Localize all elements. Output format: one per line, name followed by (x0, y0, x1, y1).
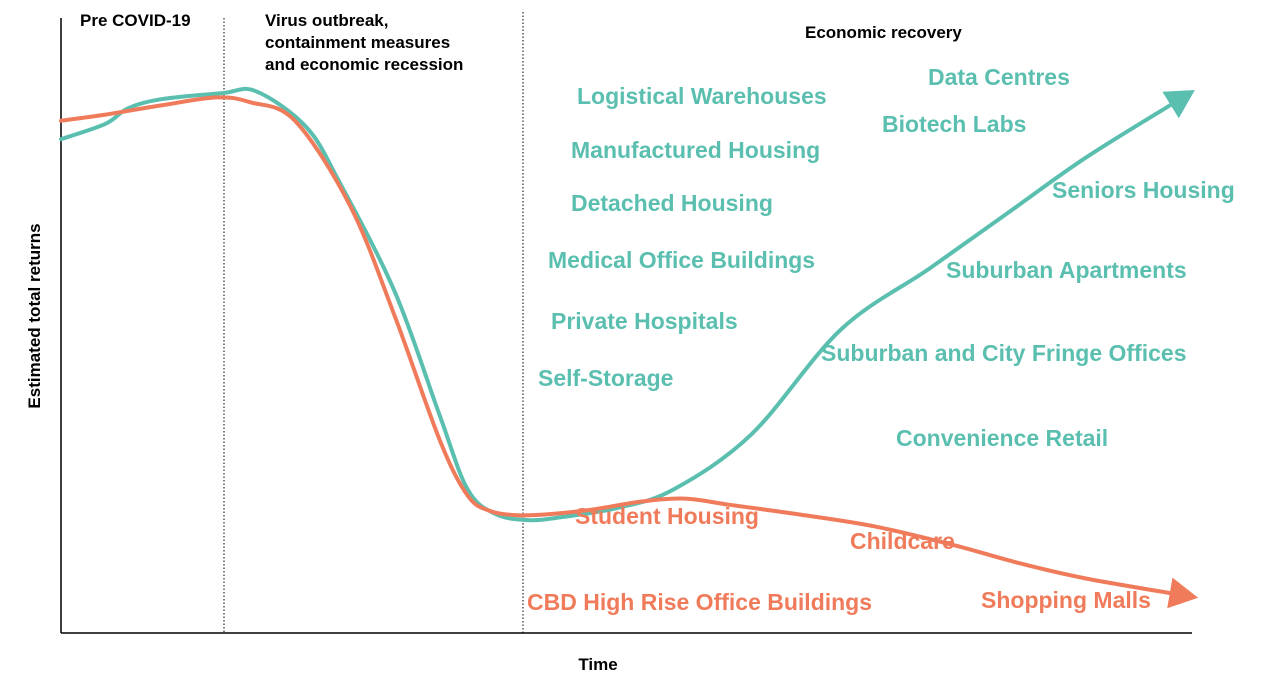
annotation-biotech-labs: Biotech Labs (882, 111, 1026, 137)
x-axis-label: Time (578, 655, 617, 674)
annotation-suburban-apartments: Suburban Apartments (946, 257, 1187, 283)
y-axis-label: Estimated total returns (25, 223, 44, 408)
annotation-private-hospitals: Private Hospitals (551, 308, 738, 334)
annotation-shopping-malls: Shopping Malls (981, 587, 1151, 613)
series-layer (59, 86, 1199, 609)
annotation-cbd-high-rise-office-buildings: CBD High Rise Office Buildings (527, 589, 872, 615)
annotation-convenience-retail: Convenience Retail (896, 425, 1108, 451)
annotation-logistical-warehouses: Logistical Warehouses (577, 83, 827, 109)
phase-label-pre-covid: Pre COVID-19 (80, 11, 191, 30)
phase-label-recovery: Economic recovery (805, 23, 962, 42)
coral-series-line (59, 95, 1177, 596)
annotation-data-centres: Data Centres (928, 64, 1070, 90)
annotation-childcare: Childcare (850, 528, 955, 554)
phase-label-outbreak: Virus outbreak, containment measures and… (265, 11, 463, 74)
annotation-self-storage: Self-Storage (538, 365, 673, 391)
annotation-detached-housing: Detached Housing (571, 190, 773, 216)
teal-annotations: Logistical Warehouses Data Centres Biote… (538, 64, 1235, 451)
coral-annotations: Student Housing Childcare CBD High Rise … (527, 503, 1151, 615)
teal-arrow-head (1162, 90, 1195, 119)
annotation-medical-office-buildings: Medical Office Buildings (548, 247, 815, 273)
annotation-student-housing: Student Housing (575, 503, 759, 529)
annotation-manufactured-housing: Manufactured Housing (571, 137, 820, 163)
annotation-seniors-housing: Seniors Housing (1052, 177, 1235, 203)
annotation-suburban-city-fringe-offices: Suburban and City Fringe Offices (821, 340, 1186, 366)
coral-arrow-head (1167, 577, 1199, 609)
